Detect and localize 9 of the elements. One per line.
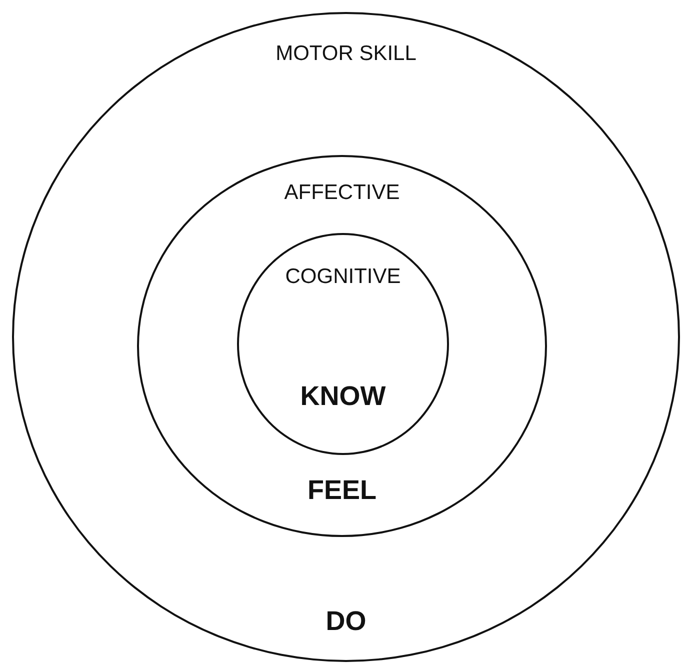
circle-ring	[237, 233, 449, 455]
domain-label: COGNITIVE	[285, 265, 401, 289]
verb-label: FEEL	[308, 475, 376, 506]
domain-label: AFFECTIVE	[284, 181, 400, 205]
domain-label: MOTOR SKILL	[276, 42, 416, 66]
verb-label: DO	[326, 606, 366, 637]
circle-ring	[12, 12, 680, 662]
verb-label: KNOW	[300, 381, 386, 412]
circle-ring	[137, 155, 547, 537]
